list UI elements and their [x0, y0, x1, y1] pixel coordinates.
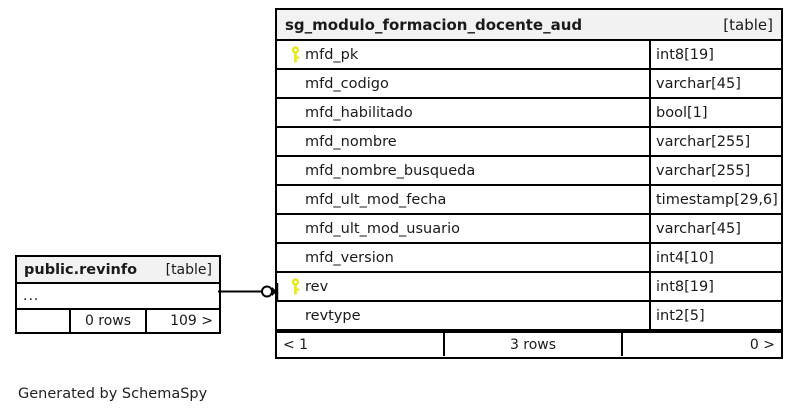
column-name: mfd_ult_mod_fecha	[305, 191, 447, 208]
relationship-connector[interactable]	[218, 278, 280, 306]
table-row[interactable]: mfd_pk int8[19]	[277, 41, 781, 70]
column-name: mfd_ult_mod_usuario	[305, 220, 460, 237]
column-type: timestamp[29,6]	[649, 186, 781, 213]
column-name: rev	[305, 278, 329, 295]
footer-parents-count[interactable]: < 1	[283, 336, 309, 353]
primary-key-icon	[285, 278, 305, 295]
entity-type-tag: [table]	[165, 261, 212, 278]
table-row[interactable]: mfd_ult_mod_fecha timestamp[29,6]	[277, 186, 781, 215]
column-name-cell: rev	[277, 273, 649, 300]
column-name: revtype	[305, 307, 361, 324]
entity-public-revinfo[interactable]: public.revinfo [table] ... 0 rows 109 >	[15, 255, 221, 334]
column-type: varchar[255]	[649, 157, 781, 184]
column-name-cell: mfd_habilitado	[277, 99, 649, 126]
column-type: varchar[45]	[649, 70, 781, 97]
table-row[interactable]: rev int8[19]	[277, 273, 781, 302]
column-name-cell: mfd_ult_mod_usuario	[277, 215, 649, 242]
column-type: int8[19]	[649, 41, 781, 68]
column-name-cell: revtype	[277, 302, 649, 329]
column-name-cell: mfd_nombre_busqueda	[277, 157, 649, 184]
collapsed-columns-placeholder: ...	[23, 288, 40, 304]
entity-footer: 0 rows 109 >	[17, 308, 219, 332]
primary-key-icon	[285, 46, 305, 63]
column-name-cell: mfd_version	[277, 244, 649, 271]
entity-title: sg_modulo_formacion_docente_aud	[285, 15, 583, 34]
column-name: mfd_habilitado	[305, 104, 413, 121]
table-row[interactable]: mfd_habilitado bool[1]	[277, 99, 781, 128]
column-type: bool[1]	[649, 99, 781, 126]
column-name: mfd_nombre	[305, 133, 397, 150]
column-name: mfd_nombre_busqueda	[305, 162, 476, 179]
column-name-cell: mfd_ult_mod_fecha	[277, 186, 649, 213]
table-row[interactable]: mfd_codigo varchar[45]	[277, 70, 781, 99]
entity-footer: < 1 3 rows 0 >	[277, 331, 781, 356]
table-row[interactable]: mfd_version int4[10]	[277, 244, 781, 273]
table-row[interactable]: mfd_ult_mod_usuario varchar[45]	[277, 215, 781, 244]
table-row[interactable]: mfd_nombre varchar[255]	[277, 128, 781, 157]
entity-sg-modulo-formacion-docente-aud[interactable]: sg_modulo_formacion_docente_aud [table] …	[275, 8, 783, 359]
column-name: mfd_codigo	[305, 75, 389, 92]
column-type: int8[19]	[649, 273, 781, 300]
footer-parents-count[interactable]	[17, 310, 69, 332]
column-name-cell: mfd_codigo	[277, 70, 649, 97]
column-name: mfd_pk	[305, 46, 359, 63]
column-name-cell: mfd_pk	[277, 41, 649, 68]
column-type: varchar[255]	[649, 128, 781, 155]
footer-children-count[interactable]: 0 >	[621, 333, 781, 356]
entity-type-tag: [table]	[723, 15, 773, 34]
column-name-cell: mfd_nombre	[277, 128, 649, 155]
column-type: varchar[45]	[649, 215, 781, 242]
footer-children-count[interactable]: 109 >	[145, 310, 219, 332]
entity-title: public.revinfo	[24, 261, 138, 278]
generated-by-caption: Generated by SchemaSpy	[18, 386, 208, 402]
column-name: mfd_version	[305, 249, 394, 266]
table-row[interactable]: revtype int2[5]	[277, 302, 781, 331]
entity-header: public.revinfo [table]	[17, 257, 219, 284]
column-type: int2[5]	[649, 302, 781, 329]
footer-row-count: 3 rows	[443, 333, 621, 356]
entity-header: sg_modulo_formacion_docente_aud [table]	[277, 10, 781, 41]
column-type: int4[10]	[649, 244, 781, 271]
footer-row-count: 0 rows	[69, 310, 145, 332]
table-row[interactable]: mfd_nombre_busqueda varchar[255]	[277, 157, 781, 186]
